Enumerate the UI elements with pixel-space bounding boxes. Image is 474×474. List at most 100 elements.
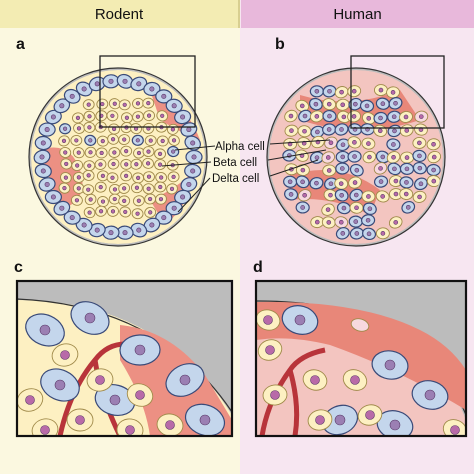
- beta-cell: [166, 183, 178, 195]
- beta-cell: [118, 195, 131, 207]
- beta-cell: [95, 147, 108, 159]
- beta-cell: [120, 145, 133, 157]
- beta-cell: [322, 164, 337, 177]
- beta-cell: [72, 147, 85, 159]
- beta-cell: [73, 122, 85, 134]
- beta-cell: [427, 150, 442, 164]
- beta-cell: [426, 175, 441, 188]
- alpha-cell: [63, 210, 81, 225]
- beta-cell: [156, 135, 169, 147]
- beta-cell: [311, 135, 325, 149]
- beta-cell: [154, 181, 167, 193]
- beta-cell: [256, 309, 281, 331]
- beta-cell: [84, 193, 97, 206]
- alpha-leader-line: [174, 145, 216, 151]
- beta-cell: [60, 158, 73, 170]
- alpha-cell: [348, 97, 363, 111]
- alpha-cell: [411, 380, 449, 410]
- zoom-box-a: [99, 55, 196, 128]
- alpha-cell: [308, 97, 323, 111]
- beta-cell: [107, 205, 119, 217]
- alpha-cell: [131, 134, 144, 146]
- beta-cell: [168, 134, 180, 146]
- alpha-cell: [165, 363, 205, 397]
- alpha-cell: [334, 123, 349, 136]
- alpha-cell: [184, 403, 226, 436]
- beta-cell: [119, 206, 132, 218]
- beta-cell: [323, 189, 338, 202]
- alpha-cell: [184, 163, 202, 179]
- beta-cell: [118, 182, 131, 194]
- alpha-cell: [336, 138, 350, 152]
- alpha-cell: [295, 175, 310, 189]
- beta-cell: [348, 176, 362, 189]
- beta-cell: [361, 190, 376, 203]
- beta-cell: [342, 369, 368, 391]
- beta-cell: [412, 190, 427, 203]
- beta-cell: [337, 110, 351, 124]
- beta-cell: [108, 98, 121, 110]
- alpha-cell: [75, 217, 93, 233]
- beta-cell: [83, 160, 96, 172]
- alpha-leader-line-human: [269, 139, 331, 145]
- alpha-cell: [375, 150, 390, 164]
- beta-cell: [72, 112, 84, 124]
- alpha-cell: [413, 177, 428, 191]
- delta-cell: [373, 162, 388, 175]
- panel-label-b: b: [275, 36, 285, 53]
- alpha-cell: [426, 163, 441, 177]
- beta-cell: [58, 182, 71, 194]
- beta-cell: [59, 147, 72, 158]
- beta-cell: [94, 158, 107, 170]
- alpha-cell: [373, 111, 388, 125]
- beta-cell: [414, 123, 428, 136]
- alpha-cell: [34, 135, 52, 151]
- alpha-cell: [88, 76, 106, 92]
- delta-leader-line-human: [269, 159, 319, 177]
- alpha-cell: [44, 189, 62, 205]
- beta-cell: [284, 124, 299, 137]
- panel-label-a: a: [16, 36, 25, 53]
- beta-cell: [106, 172, 119, 184]
- beta-cell: [143, 171, 155, 183]
- alpha-cell: [143, 81, 161, 97]
- alpha-cell: [388, 97, 403, 110]
- beta-cell: [154, 148, 167, 160]
- rodent-zoom-frame: [15, 279, 234, 438]
- alpha-cell: [361, 214, 376, 227]
- beta-cell: [386, 151, 401, 164]
- alpha-cell: [322, 109, 337, 123]
- beta-cell: [426, 138, 441, 151]
- beta-cell: [106, 110, 119, 122]
- beta-leader-line: [161, 161, 212, 167]
- beta-cell: [142, 122, 155, 135]
- beta-cell: [130, 158, 143, 170]
- alpha-cell: [180, 177, 198, 192]
- alpha-cell: [334, 189, 349, 202]
- alpha-cell: [84, 134, 97, 146]
- delta-cell: [297, 189, 312, 202]
- alpha-cell: [165, 98, 183, 113]
- human-islet: [266, 55, 446, 247]
- beta-cell: [126, 383, 154, 407]
- alpha-cell: [25, 313, 65, 347]
- alpha-cell: [167, 145, 180, 158]
- beta-cell: [83, 207, 96, 219]
- beta-cell: [400, 151, 414, 164]
- alpha-cell: [88, 222, 106, 238]
- delta-cell: [321, 151, 336, 164]
- alpha-cell: [155, 210, 173, 225]
- beta-cell: [132, 111, 144, 123]
- beta-cell: [388, 216, 403, 229]
- beta-cell: [72, 171, 85, 183]
- alpha-cell: [34, 163, 52, 179]
- beta-cell: [142, 97, 155, 109]
- beta-cell: [357, 404, 383, 426]
- beta-cell: [386, 86, 400, 99]
- beta-cell: [82, 184, 95, 196]
- alpha-cell: [412, 149, 427, 163]
- beta-cell: [107, 133, 119, 145]
- beta-cell: [131, 208, 144, 220]
- alpha-cell: [281, 305, 319, 335]
